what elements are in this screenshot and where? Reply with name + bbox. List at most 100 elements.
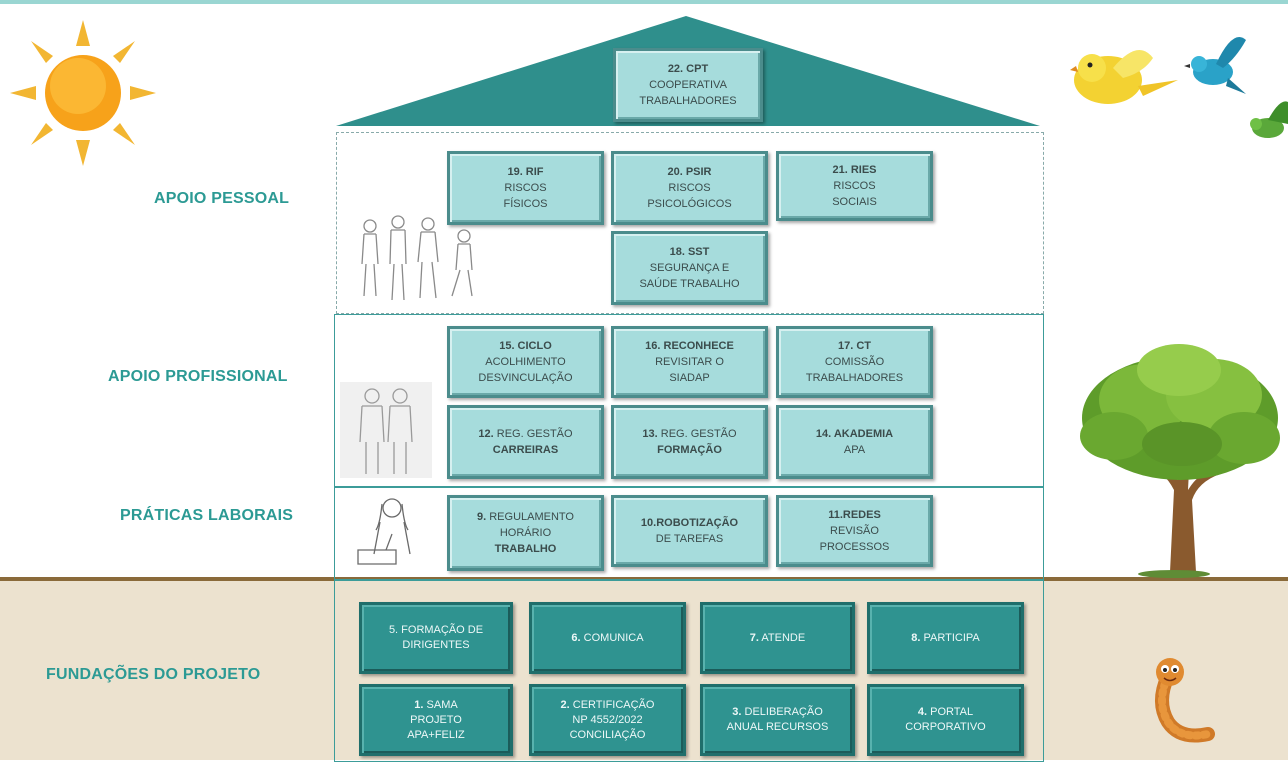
box-line: CARREIRAS (492, 444, 559, 456)
box-line: RISCOS (833, 180, 876, 192)
box-22-cpt: 22. CPT COOPERATIVA TRABALHADORES (613, 48, 763, 122)
box-line: APA+FELIZ (407, 728, 465, 741)
box-line: RISCOS (668, 182, 711, 194)
box-5-formacao-dirigentes: 5. FORMAÇÃO DE DIRIGENTES (359, 602, 513, 674)
box-line: COOPERATIVA (649, 79, 727, 91)
box-number: 21. RIES (832, 164, 877, 176)
box-number: 1. (414, 698, 424, 711)
box-10-robotizacao: 10.ROBOTIZAÇÃO DE TAREFAS (611, 495, 768, 567)
box-line: PSICOLÓGICOS (647, 198, 732, 210)
box-text: ATENDE (761, 631, 806, 644)
box-line: FÍSICOS (503, 198, 548, 210)
box-text: DELIBERAÇÃO (744, 706, 823, 718)
colleagues-sketch-icon (340, 382, 432, 478)
box-text: REG. GESTÃO (660, 428, 737, 440)
apoio-pessoal-frame (336, 132, 1044, 314)
box-line: RISCOS (504, 182, 547, 194)
worm-icon (1155, 658, 1215, 743)
box-line: TRABALHADORES (805, 372, 904, 384)
box-3-deliberacao: 3. DELIBERAÇÃO ANUAL RECURSOS (700, 684, 855, 756)
box-number: 16. RECONHECE (645, 340, 734, 352)
box-number: 6. (571, 631, 581, 644)
box-line: 9. REGULAMENTO (477, 509, 574, 525)
box-line: 1. SAMA (414, 698, 457, 713)
box-line: 13. REG. GESTÃO (642, 426, 736, 442)
box-text: COMUNICA (583, 631, 644, 644)
box-18-sst: 18. SST SEGURANÇA E SAÚDE TRABALHO (611, 231, 768, 305)
box-line: CONCILIAÇÃO (569, 728, 646, 741)
box-line: TRABALHO (494, 543, 557, 555)
box-number: 9. (476, 511, 487, 523)
box-line: PROCESSOS (819, 541, 890, 553)
box-9-regulamento: 9. REGULAMENTO HORÁRIO TRABALHO (447, 495, 604, 571)
box-number: 20. PSIR (667, 166, 712, 178)
box-number: 8. (911, 631, 921, 644)
box-1-sama: 1. SAMA PROJETO APA+FELIZ (359, 684, 513, 756)
box-line: REVISITAR O (655, 356, 724, 368)
top-border-line (0, 0, 1288, 4)
box-line: ACOLHIMENTO (485, 356, 566, 368)
label-fundacoes: FUNDAÇÕES DO PROJETO (46, 666, 261, 683)
box-8-participa: 8. PARTICIPA (867, 602, 1024, 674)
box-17-ct: 17. CT COMISSÃO TRABALHADORES (776, 326, 933, 398)
box-16-reconhece: 16. RECONHECE REVISITAR O SIADAP (611, 326, 768, 398)
box-number: 3. (732, 706, 742, 718)
sun-icon (10, 20, 156, 166)
box-line: SOCIAIS (832, 196, 877, 208)
box-13-formacao: 13. REG. GESTÃO FORMAÇÃO (611, 405, 768, 479)
box-text: CERTIFICAÇÃO (572, 698, 655, 711)
box-11-redes: 11.REDES REVISÃO PROCESSOS (776, 495, 933, 567)
box-line: 12. REG. GESTÃO (478, 426, 572, 442)
box-line: REVISÃO (830, 525, 879, 537)
tree-icon (1080, 344, 1280, 578)
birds-icon (1070, 37, 1288, 138)
box-line: COMISSÃO (824, 356, 885, 368)
box-line: DIRIGENTES (402, 639, 470, 651)
apoio-profissional-frame (334, 314, 1044, 488)
box-line: 5. FORMAÇÃO DE (388, 624, 484, 636)
box-text: REGULAMENTO (489, 511, 574, 523)
box-number: 18. SST (669, 246, 710, 258)
box-line: NP 4552/2022 (572, 713, 643, 726)
box-number: 12. (478, 428, 494, 440)
box-line: 8. PARTICIPA (911, 631, 980, 646)
box-21-ries: 21. RIES RISCOS SOCIAIS (776, 151, 933, 221)
box-20-psir: 20. PSIR RISCOS PSICOLÓGICOS (611, 151, 768, 225)
box-number: 22. CPT (667, 63, 709, 75)
box-text: SAMA (426, 698, 458, 711)
box-number: 17. CT (837, 340, 871, 352)
box-line: 4. PORTAL (918, 705, 973, 720)
label-apoio-pessoal: APOIO PESSOAL (154, 190, 290, 207)
praticas-laborais-frame (334, 486, 1044, 580)
box-12-carreiras: 12. REG. GESTÃO CARREIRAS (447, 405, 604, 479)
box-line: APA (843, 444, 866, 456)
box-line: 14. AKADEMIA (815, 428, 894, 440)
box-text: PARTICIPA (923, 631, 980, 644)
box-line: 7. ATENDE (750, 631, 805, 646)
box-7-atende: 7. ATENDE (700, 602, 855, 674)
box-number: 4. (917, 706, 928, 718)
box-line: SIADAP (669, 372, 710, 384)
label-praticas-laborais: PRÁTICAS LABORAIS (120, 507, 294, 524)
box-line: FORMAÇÃO (657, 444, 722, 456)
box-line: TRABALHADORES (639, 95, 737, 107)
label-apoio-profissional: APOIO PROFISSIONAL (108, 368, 288, 385)
box-line: ANUAL RECURSOS (726, 721, 829, 733)
box-number: 7. (749, 631, 759, 644)
box-line: 10.ROBOTIZAÇÃO (640, 517, 739, 529)
box-19-rif: 19. RIF RISCOS FÍSICOS (447, 151, 604, 225)
box-14-akademia: 14. AKADEMIA APA (776, 405, 933, 479)
box-line: 3. DELIBERAÇÃO (732, 705, 823, 720)
box-2-certificacao: 2. CERTIFICAÇÃO NP 4552/2022 CONCILIAÇÃO (529, 684, 686, 756)
box-4-portal: 4. PORTAL CORPORATIVO (867, 684, 1024, 756)
box-6-comunica: 6. COMUNICA (529, 602, 686, 674)
box-number: 11.REDES (828, 509, 881, 521)
box-15-ciclo: 15. CICLO ACOLHIMENTO DESVINCULAÇÃO (447, 326, 604, 398)
people-sketch-icon (361, 215, 473, 301)
box-text: PORTAL (930, 706, 974, 718)
box-text: REG. GESTÃO (496, 428, 573, 440)
box-line: CORPORATIVO (905, 721, 986, 733)
box-line: DE TAREFAS (655, 533, 724, 545)
box-line: PROJETO (410, 713, 462, 726)
box-number: 13. (642, 428, 658, 440)
